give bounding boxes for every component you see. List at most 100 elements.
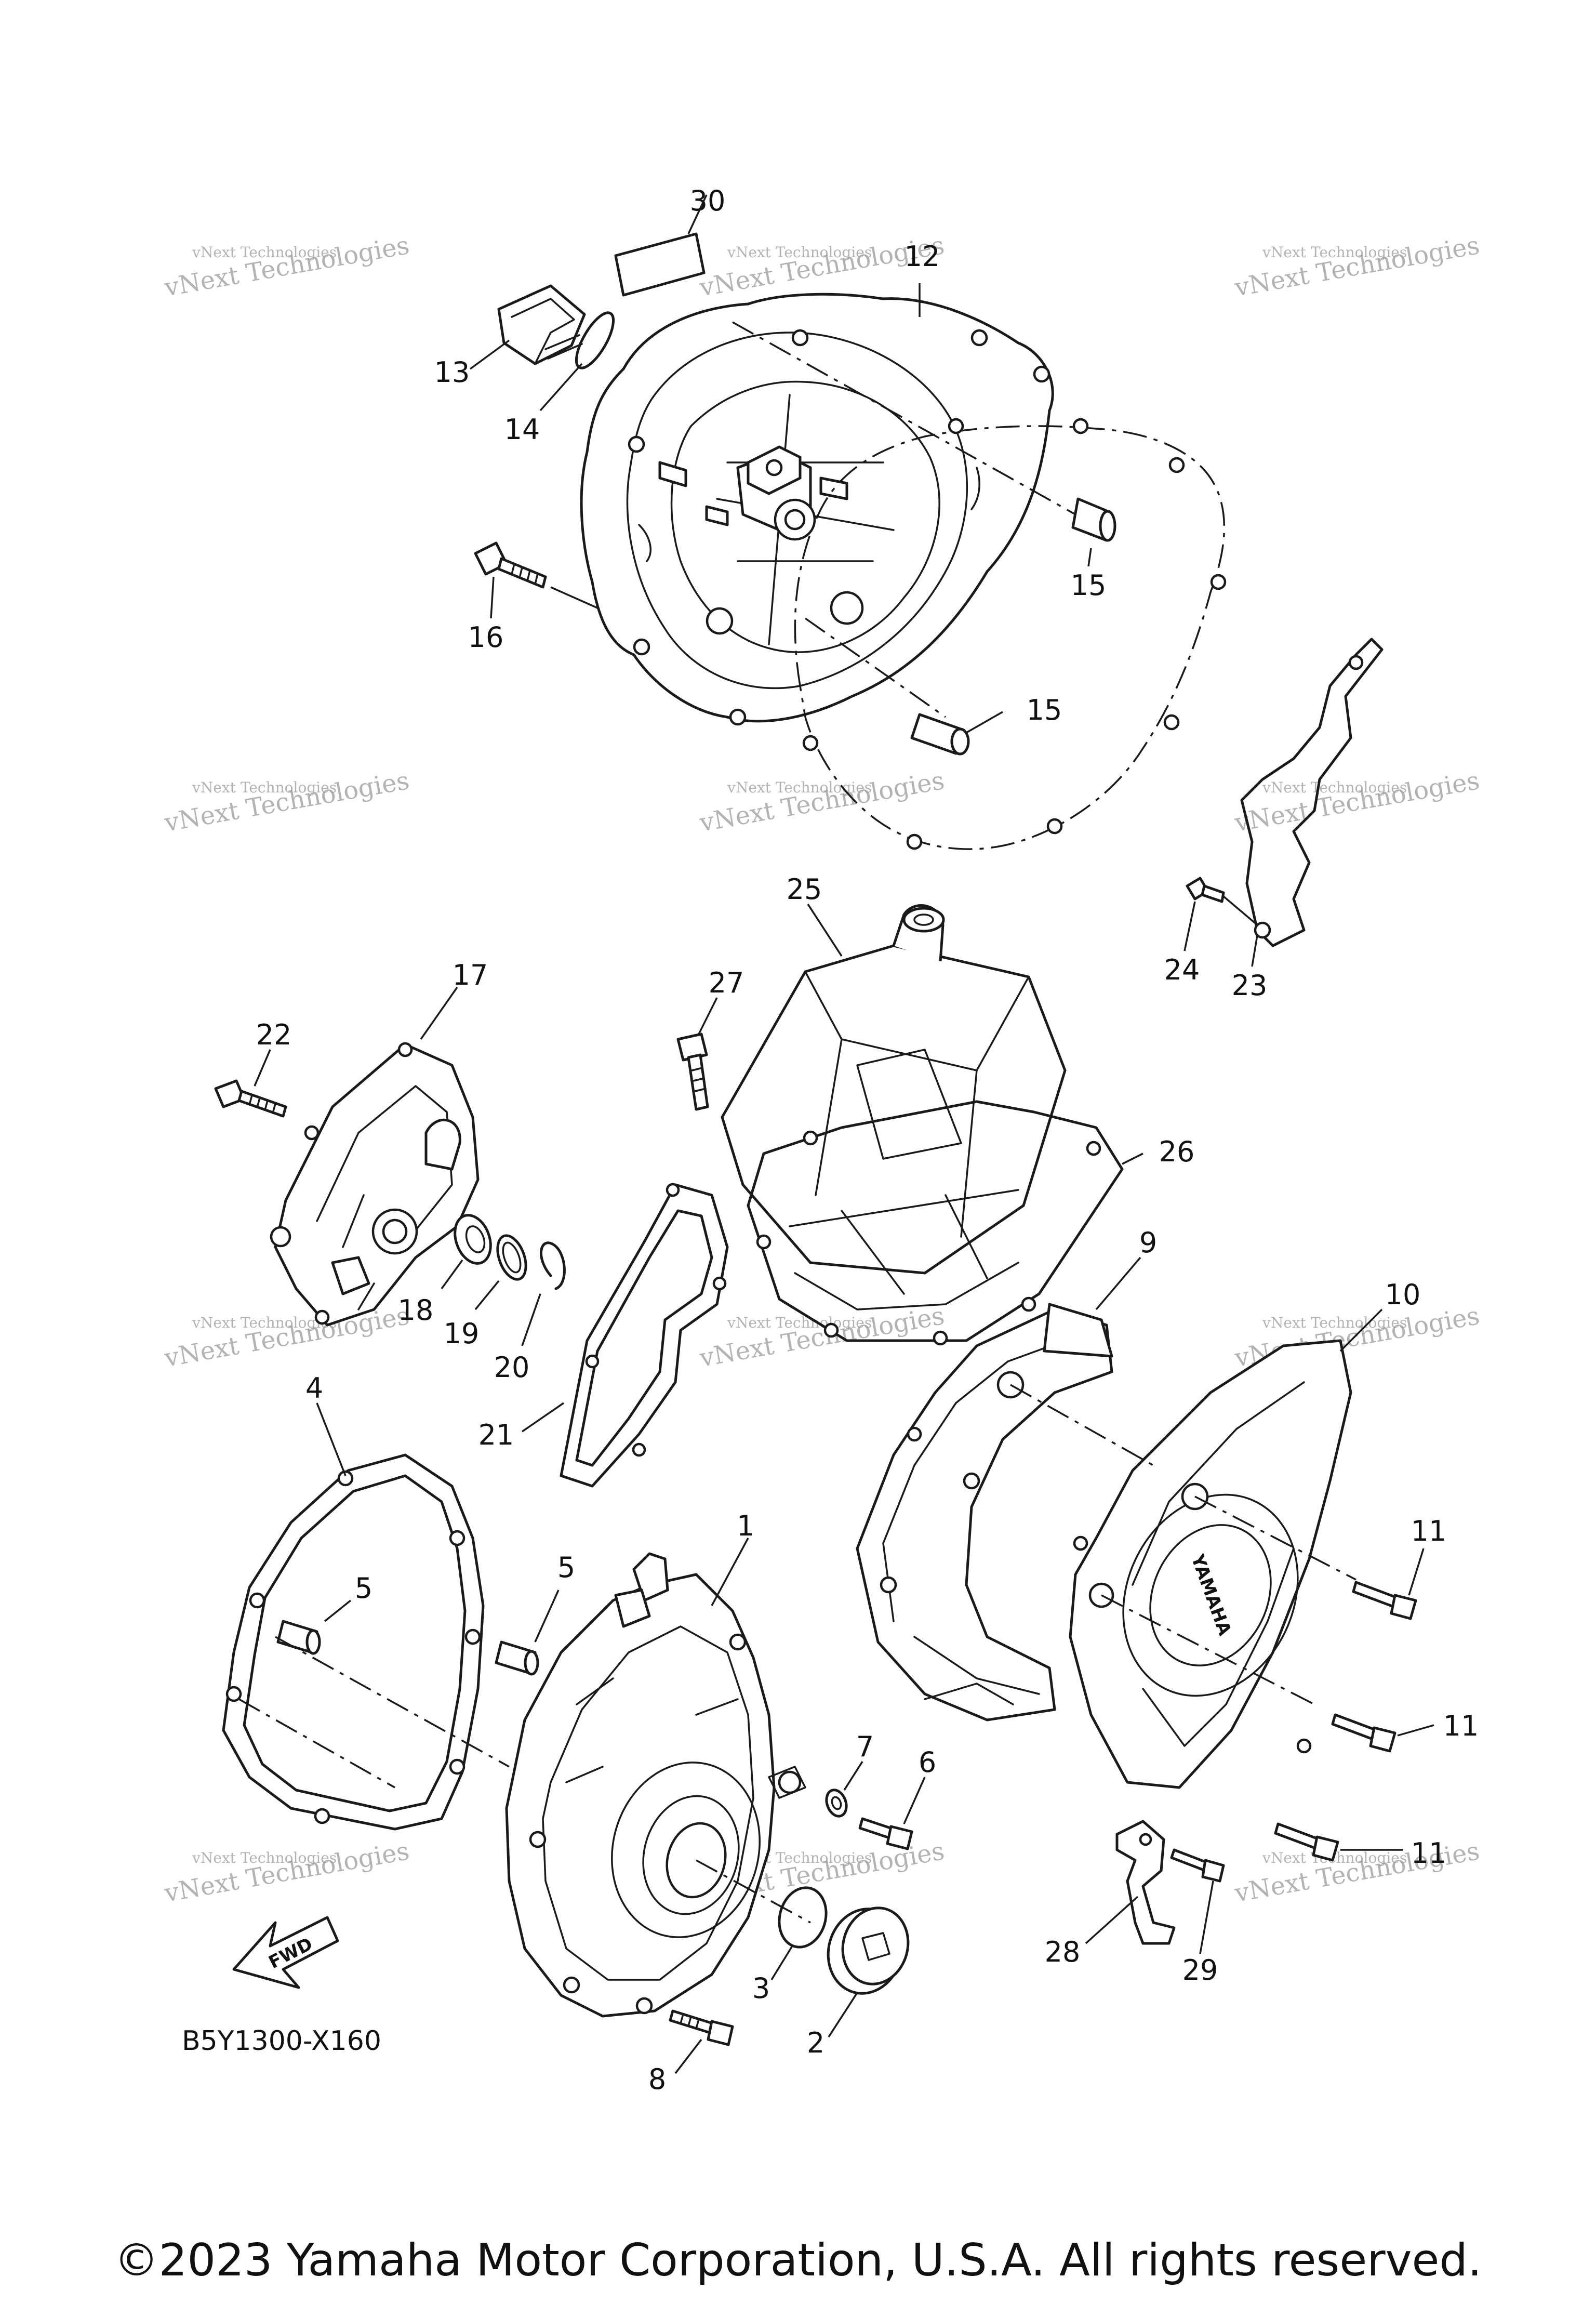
- part-28-bracket: [1085, 1820, 1176, 1945]
- part-25-cover: [721, 904, 1067, 1275]
- svg-text:vNext Technologies: vNext Technologies: [162, 766, 411, 838]
- part-10-outer-cover: YAMAHA: [1069, 1308, 1383, 1789]
- part-12-gasket: [794, 418, 1227, 850]
- callout-3: 3: [752, 1972, 770, 2005]
- part-13-filler-plug: [469, 284, 586, 370]
- callout-1: 1: [737, 1510, 754, 1542]
- callout-11-a: 11: [1411, 1515, 1447, 1547]
- svg-text:vNext Technologies: vNext Technologies: [192, 1849, 337, 1866]
- assembly-line: [804, 617, 947, 718]
- part-26-gasket: [747, 1100, 1143, 1346]
- svg-text:vNext Technologies: vNext Technologies: [727, 1314, 872, 1331]
- fwd-arrow-icon: FWD: [232, 1916, 339, 1989]
- callout-29: 29: [1182, 1954, 1218, 1987]
- svg-text:vNext Technologies: vNext Technologies: [192, 1314, 337, 1331]
- callout-7: 7: [856, 1730, 874, 1763]
- callout-15-lower: 15: [1027, 694, 1062, 726]
- part-2-plug: [827, 1906, 910, 2037]
- svg-text:vNext Technologies: vNext Technologies: [1232, 766, 1482, 838]
- callout-19: 19: [444, 1317, 480, 1350]
- callout-5-left: 5: [355, 1572, 373, 1605]
- part-5-dowel-pin-right: [495, 1590, 560, 1676]
- part-9-inner-cover: [856, 1256, 1141, 1722]
- callout-10: 10: [1385, 1278, 1421, 1311]
- callout-5-right: 5: [557, 1551, 575, 1584]
- part-16-bolt: [474, 541, 598, 619]
- callout-labels: 30 12 13 14 15 16 15 24 23 25 27 26 17 2…: [256, 184, 1479, 2096]
- callout-27: 27: [709, 966, 744, 999]
- assembly-line: [696, 1859, 811, 1924]
- svg-text:vNext Technologies: vNext Technologies: [697, 1301, 947, 1373]
- copyright-notice: ©2023 Yamaha Motor Corporation, U.S.A. A…: [114, 2234, 1482, 2286]
- part-19-washer: [474, 1234, 527, 1310]
- part-30-label: [614, 194, 708, 297]
- callout-17: 17: [453, 959, 488, 991]
- part-24-bolt: [1183, 877, 1258, 951]
- callout-11-c: 11: [1411, 1837, 1447, 1870]
- callout-20: 20: [494, 1351, 530, 1384]
- part-6-bolt: [858, 1777, 926, 1850]
- svg-text:vNext Technologies: vNext Technologies: [192, 244, 337, 261]
- svg-text:vNext Technologies: vNext Technologies: [162, 1836, 411, 1908]
- part-21-gasket: [522, 1183, 729, 1488]
- part-12-clutch-cover: [580, 283, 1054, 726]
- svg-text:vNext Technologies: vNext Technologies: [697, 766, 947, 838]
- callout-8: 8: [648, 2063, 666, 2096]
- part-23-cover-gasket: [1240, 638, 1384, 967]
- assembly-line: [1194, 1495, 1356, 1581]
- callout-21: 21: [478, 1419, 514, 1451]
- part-22-bolt: [214, 1049, 287, 1118]
- callout-4: 4: [305, 1372, 323, 1405]
- callout-16: 16: [468, 621, 504, 654]
- part-8-bolt: [669, 2009, 734, 2074]
- part-7-washer: [825, 1761, 863, 1818]
- part-27-bolt: [676, 997, 718, 1111]
- callout-30: 30: [690, 184, 726, 217]
- callout-23: 23: [1232, 969, 1268, 1002]
- svg-text:vNext Technologies: vNext Technologies: [192, 779, 337, 796]
- part-29-bolt: [1170, 1848, 1225, 1954]
- svg-text:vNext Technologies: vNext Technologies: [162, 231, 411, 302]
- svg-text:vNext Technologies: vNext Technologies: [1262, 1314, 1407, 1331]
- part-20-circlip: [521, 1241, 566, 1346]
- callout-13: 13: [434, 356, 470, 389]
- callout-14: 14: [504, 413, 540, 446]
- callout-18: 18: [398, 1294, 434, 1327]
- assembly-line: [238, 1698, 395, 1789]
- callout-28: 28: [1045, 1936, 1081, 1968]
- callout-22: 22: [256, 1018, 292, 1051]
- assembly-line: [1101, 1594, 1315, 1705]
- part-17-cover: [270, 986, 480, 1327]
- callout-25: 25: [787, 873, 822, 906]
- part-5-dowel-pin-left: [276, 1599, 352, 1655]
- callout-9: 9: [1139, 1226, 1157, 1259]
- callout-26: 26: [1159, 1135, 1195, 1168]
- part-15-dowel-pin-lower: [910, 711, 1003, 756]
- svg-text:vNext Technologies: vNext Technologies: [1262, 244, 1407, 261]
- assembly-line: [732, 321, 1076, 515]
- part-14-o-ring: [539, 311, 615, 412]
- assembly-line: [275, 1636, 510, 1768]
- assembly-line: [1010, 1384, 1154, 1466]
- callout-24: 24: [1164, 954, 1200, 986]
- part-18-oil-seal: [441, 1214, 492, 1290]
- svg-text:vNext Technologies: vNext Technologies: [1262, 779, 1407, 796]
- svg-text:vNext Technologies: vNext Technologies: [1232, 231, 1482, 302]
- part-3-o-ring: [770, 1886, 828, 1980]
- diagram-code: B5Y1300-X160: [182, 2025, 381, 2057]
- part-11-bolt-b: [1331, 1713, 1434, 1753]
- svg-text:vNext Technologies: vNext Technologies: [162, 1301, 411, 1373]
- callout-2: 2: [807, 2027, 824, 2059]
- callout-6: 6: [919, 1746, 936, 1779]
- callout-11-b: 11: [1443, 1710, 1479, 1742]
